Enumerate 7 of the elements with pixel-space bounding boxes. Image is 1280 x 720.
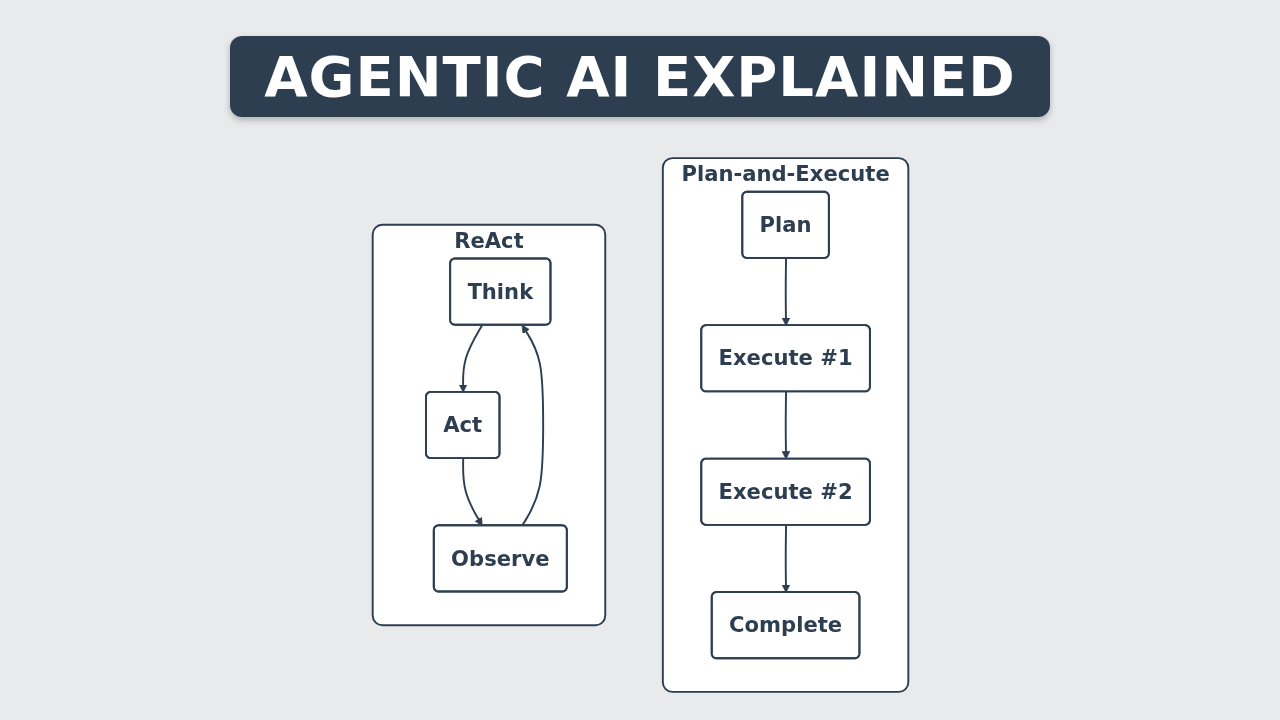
arrow [458,324,483,393]
arrow [520,324,544,527]
arrow [781,390,790,460]
arrow [781,257,790,326]
arrow [461,457,482,527]
arrow [781,524,790,593]
title-banner: AGENTIC AI EXPLAINED [230,36,1050,117]
